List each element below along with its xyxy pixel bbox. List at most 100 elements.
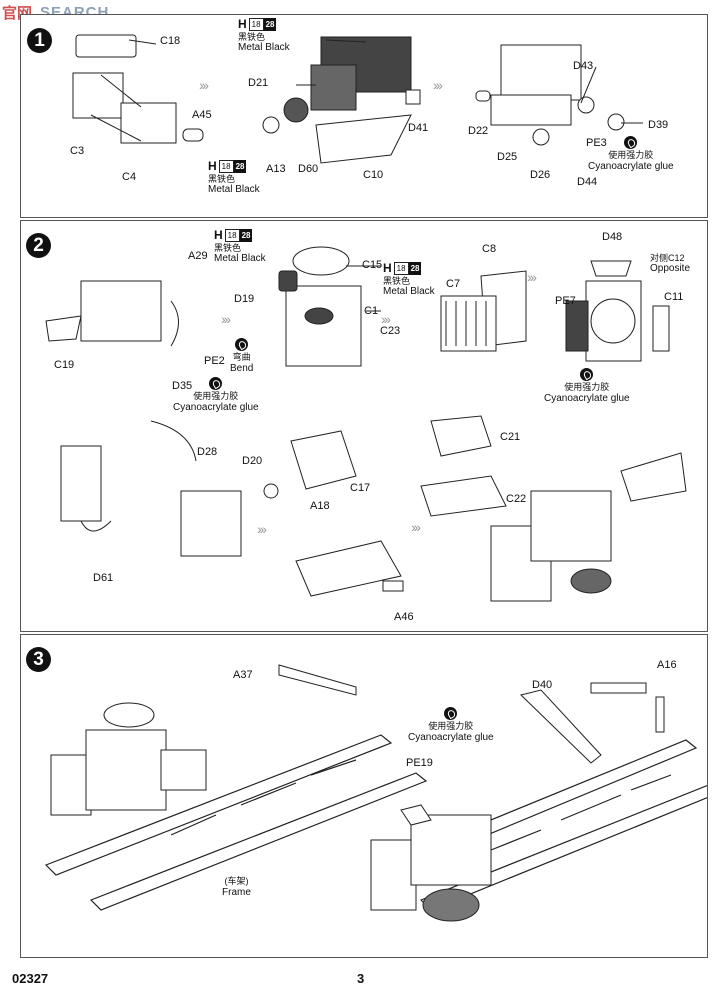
part-label-d44: D44 [577,176,598,188]
glue-en: Cyanoacrylate glue [588,160,674,172]
part-label-c4: C4 [122,171,137,183]
part-label-pe19: PE19 [406,757,433,769]
glue-note-step1: 使用强力胶 Cyanoacrylate glue [588,136,674,173]
step-3-drawing [44,664,707,922]
paint-letter: H [383,261,392,275]
part-label-pe2: PE2 [204,355,225,367]
step-2-drawing [45,246,687,602]
paint-code-2: 28 [233,160,247,174]
step-2-arrow-a: ››› [381,311,391,327]
step-2-badge: 2 [26,233,51,258]
page-number: 3 [357,971,365,986]
part-label-d20: D20 [242,455,263,467]
part-label-d43: D43 [573,60,594,72]
part-label-d28: D28 [197,446,218,458]
glue-cn: 使用强力胶 [193,391,239,401]
bend-note: 弯曲 Bend [230,338,253,375]
glue-note-step3: 使用强力胶 Cyanoacrylate glue [408,707,494,744]
opposite-cn: 对侧C12 [650,253,685,263]
part-label-d41: D41 [408,122,429,134]
part-label-c23: C23 [380,325,401,337]
part-label-d35: D35 [172,380,193,392]
part-label-d21: D21 [248,77,269,89]
step-1-arrow-b: ››› [433,77,443,93]
paint-name-cn: 黑铁色 [383,275,411,286]
step-2-arrow-b: ››› [527,269,537,285]
step-3-badge: 3 [26,647,51,672]
bend-en: Bend [230,362,254,374]
part-label-d19: D19 [234,293,255,305]
step-1-badge: 1 [27,28,52,53]
part-label-c1: C1 [364,305,379,317]
part-label-d25: D25 [497,151,518,163]
paint-name-en: Metal Black [238,42,290,54]
step-1-arrow-a: ››› [199,77,209,93]
part-label-d48: D48 [602,231,623,243]
part-label-d60: D60 [298,163,319,175]
step-1-drawing [72,34,643,164]
part-label-a37: A37 [233,669,253,681]
paint-code-1: 18 [218,160,234,174]
part-label-a18: A18 [310,500,330,512]
part-label-d22: D22 [468,125,489,137]
part-label-a46: A46 [394,611,414,623]
part-label-pe3: PE3 [586,137,607,149]
step-3-panel [20,634,708,958]
frame-label-cn: (车架) [224,876,249,886]
product-code: 02327 [12,971,49,986]
glue-cn: 使用强力胶 [564,382,610,392]
paint-code-1: 18 [224,229,240,243]
paint-code-2: 28 [263,18,277,32]
part-label-c18: C18 [160,35,181,47]
part-label-c22: C22 [506,493,527,505]
part-label-c21: C21 [500,431,521,443]
glue-drop-icon [444,707,458,720]
part-label-c3: C3 [70,145,85,157]
paint-name-cn: 黑铁色 [208,173,236,184]
paint-letter: H [214,228,223,242]
glue-note-step2-b: 使用强力胶 Cyanoacrylate glue [544,368,630,405]
paint-code-1: 18 [248,18,264,32]
paint-name-en: Metal Black [208,184,260,196]
glue-cn: 使用强力胶 [608,150,654,160]
glue-en: Cyanoacrylate glue [408,731,494,743]
part-label-c10: C10 [363,169,384,181]
part-label-a45: A45 [192,109,212,121]
paint-name-en: Metal Black [214,253,266,265]
glue-en: Cyanoacrylate glue [544,392,630,404]
paint-name-cn: 黑铁色 [214,242,242,253]
step-2-arrow-e: ››› [411,519,421,535]
paint-letter: H [238,17,247,31]
part-label-d40: D40 [532,679,553,691]
part-label-c17: C17 [350,482,371,494]
glue-drop-icon [209,377,223,390]
part-label-a29: A29 [188,250,208,262]
opposite-note: 对侧C12 Opposite [650,253,690,275]
part-label-pe7: PE7 [555,295,576,307]
part-label-d61: D61 [93,572,114,584]
part-label-d26: D26 [530,169,551,181]
paint-code-2: 28 [239,229,253,243]
frame-label-en: Frame [222,886,251,898]
paint-letter: H [208,159,217,173]
glue-cn: 使用强力胶 [428,721,474,731]
part-label-d39: D39 [648,119,669,131]
glue-drop-icon [580,368,594,381]
part-label-a16: A16 [657,659,677,671]
part-label-c15: C15 [362,259,383,271]
step-2-panel: ››› ››› ››› ››› ››› [20,220,708,632]
paint-code-1: 18 [393,262,409,276]
glue-note-step2-a: 使用强力胶 Cyanoacrylate glue [173,377,259,414]
opposite-en: Opposite [650,263,691,275]
step-2-arrow-d: ››› [257,521,267,537]
paint-name-en: Metal Black [383,286,435,298]
step-2-arrow-c: ››› [221,311,231,327]
glue-en: Cyanoacrylate glue [173,401,259,413]
part-label-a13: A13 [266,163,286,175]
bend-icon [235,338,249,351]
step-1-panel: ››› ››› [20,14,708,218]
